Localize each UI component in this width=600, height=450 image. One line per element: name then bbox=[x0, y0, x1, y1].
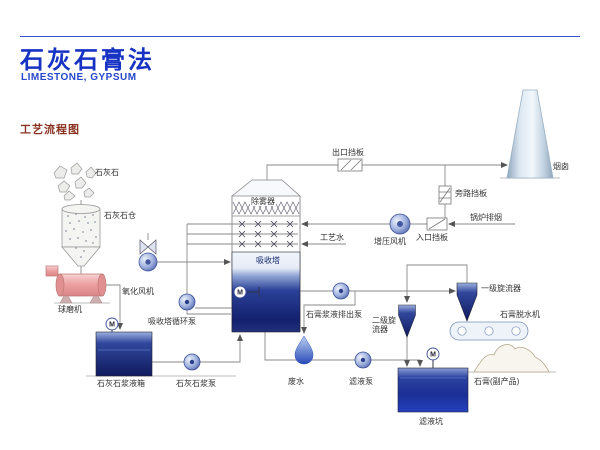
booster-fan-icon bbox=[389, 213, 411, 235]
label-outlet-damper: 出口挡板 bbox=[332, 148, 364, 157]
label-chimney: 烟囱 bbox=[553, 162, 569, 171]
secondary-cyclone-icon bbox=[398, 304, 416, 338]
label-booster-fan: 增压风机 bbox=[374, 237, 406, 246]
circulation-pump-icon bbox=[178, 293, 196, 311]
demister-hatch bbox=[232, 201, 300, 215]
absorber-tower-icon: M bbox=[230, 179, 302, 333]
label-filtrate-pit: 滤液坑 bbox=[419, 417, 443, 426]
tank-motor-label: M bbox=[109, 322, 115, 329]
label-ball-mill: 球磨机 bbox=[58, 305, 82, 314]
page-title: 石灰石膏法 bbox=[20, 47, 155, 74]
label-gypsum-discharge-pump: 石膏浆液排出泵 bbox=[306, 310, 362, 319]
inlet-damper-icon bbox=[426, 217, 448, 231]
filtrate-pump-icon bbox=[354, 351, 372, 369]
label-absorber: 吸收塔 bbox=[256, 256, 280, 265]
outlet-damper-icon bbox=[337, 158, 363, 172]
limestone-slurry-tank-icon: M bbox=[95, 317, 153, 377]
wastewater-drop-icon bbox=[294, 335, 314, 365]
label-limestone-slurry-pump: 石灰石浆泵 bbox=[176, 379, 216, 388]
limestone-rocks-icon bbox=[53, 162, 97, 201]
label-limestone-silo: 石灰石仓 bbox=[104, 211, 136, 220]
label-limestone: 石灰石 bbox=[95, 168, 119, 177]
ball-mill-icon bbox=[45, 265, 107, 304]
label-wastewater: 废水 bbox=[288, 377, 304, 386]
page-subtitle: LIMESTONE, GYPSUM bbox=[21, 72, 137, 83]
gypsum-discharge-pump-icon bbox=[332, 282, 350, 300]
label-demister: 除雾器 bbox=[250, 197, 276, 207]
label-inlet-damper: 入口挡板 bbox=[416, 233, 448, 242]
label-circulation-pump: 吸收塔循环泵 bbox=[148, 317, 196, 326]
header-rule bbox=[20, 36, 580, 37]
label-process-water: 工艺水 bbox=[320, 233, 344, 242]
flow-arrows bbox=[117, 162, 508, 367]
label-limestone-slurry-tank: 石灰石浆液箱 bbox=[97, 379, 145, 388]
bypass-damper-icon bbox=[438, 185, 452, 205]
primary-cyclone-icon bbox=[456, 282, 478, 322]
label-bypass-damper: 旁路挡板 bbox=[455, 189, 487, 198]
oxidation-fan-icon bbox=[138, 239, 158, 272]
label-boiler-exhaust: 锅炉排烟 bbox=[470, 213, 502, 222]
label-primary-cyclone: 一级旋流器 bbox=[481, 284, 521, 293]
chimney-icon bbox=[506, 89, 554, 179]
label-secondary-cyclone: 二级旋流器 bbox=[372, 316, 396, 335]
limestone-silo-icon bbox=[61, 200, 101, 267]
gypsum-pile-icon bbox=[473, 344, 550, 373]
label-filtrate-pump: 滤液泵 bbox=[349, 377, 373, 386]
limestone-slurry-pump-icon bbox=[183, 353, 201, 371]
label-gypsum-dewatering: 石膏脱水机 bbox=[500, 310, 540, 319]
label-oxidation-fan: 氧化风机 bbox=[122, 287, 154, 296]
dewatering-machine-icon bbox=[449, 321, 529, 341]
label-gypsum-byproduct: 石膏(副产品) bbox=[474, 377, 520, 386]
absorber-motor-label: M bbox=[237, 290, 243, 297]
filtrate-pit-icon: M bbox=[397, 347, 469, 413]
pit-motor-label: M bbox=[430, 352, 436, 359]
section-title: 工艺流程图 bbox=[20, 124, 80, 136]
